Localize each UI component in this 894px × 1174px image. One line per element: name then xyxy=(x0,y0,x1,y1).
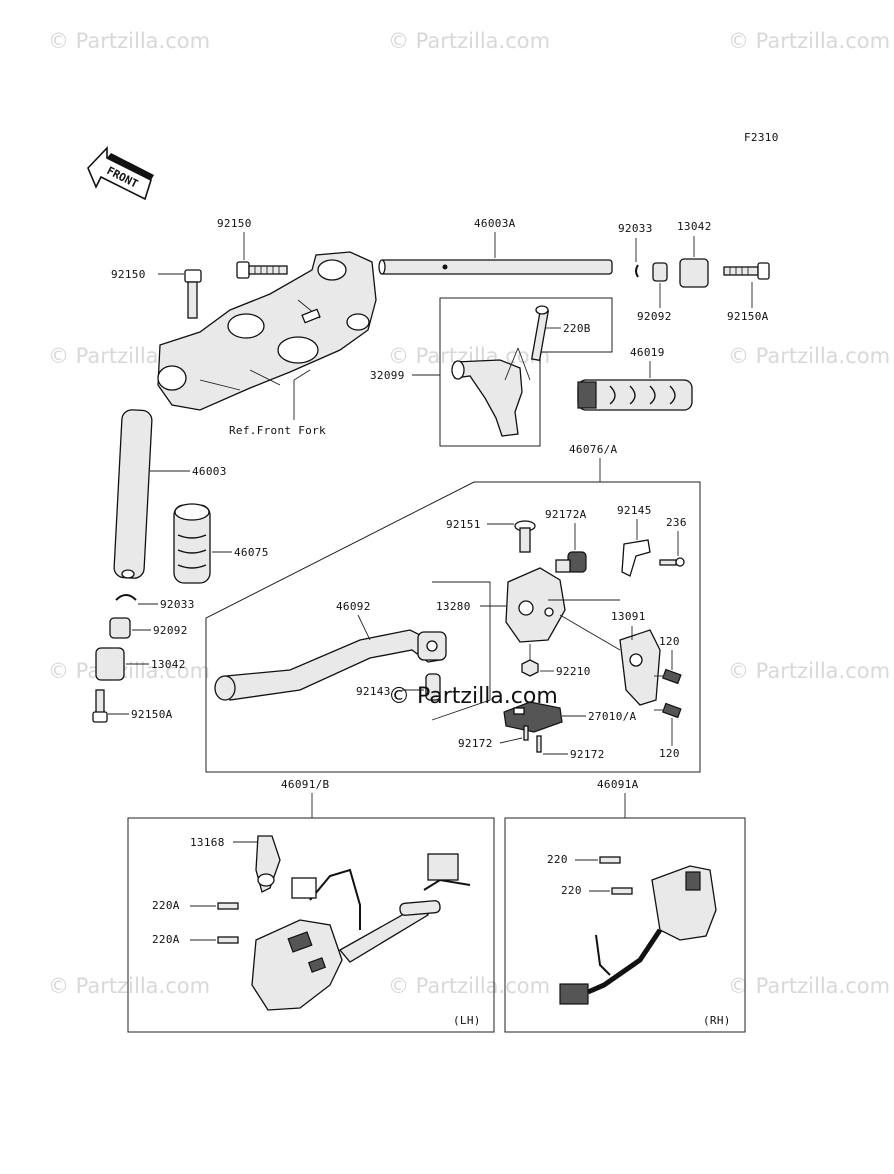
watermark: © Partzilla.com xyxy=(48,659,210,683)
part-label: 46075 xyxy=(234,546,269,559)
bolt-92151 xyxy=(514,520,536,553)
part-label: 92145 xyxy=(617,504,652,517)
part-label: 92150A xyxy=(131,708,173,721)
part-label: 13042 xyxy=(677,220,712,233)
side-label-rh: (RH) xyxy=(703,1014,731,1027)
adjuster-92172A xyxy=(555,551,587,573)
part-label: 92033 xyxy=(618,222,653,235)
screw-236 xyxy=(659,557,685,567)
part-label: 92092 xyxy=(153,624,188,637)
diagram-code: F2310 xyxy=(744,131,779,144)
nut-92210 xyxy=(521,659,539,677)
part-label: 220A xyxy=(152,899,180,912)
center-watermark: © Partzilla.com xyxy=(388,684,558,709)
part-label: 46091/B xyxy=(281,778,330,791)
part-label: 13042 xyxy=(151,658,186,671)
watermark: © Partzilla.com xyxy=(728,974,890,998)
screw-220-b xyxy=(611,887,633,895)
part-label: 92172 xyxy=(458,737,493,750)
watermark: © Partzilla.com xyxy=(388,974,550,998)
collar-92143 xyxy=(425,673,441,701)
lh-switch-wiring xyxy=(291,853,471,930)
weight-92092-top xyxy=(652,262,668,282)
end-weight-13042-left xyxy=(95,647,125,681)
part-label: 46003 xyxy=(192,465,227,478)
part-label: 27010/A xyxy=(588,710,637,723)
screw-220A-b xyxy=(217,936,239,944)
watermark: © Partzilla.com xyxy=(48,29,210,53)
ref-label: Ref.Front Fork xyxy=(229,424,326,437)
part-label: 92210 xyxy=(556,665,591,678)
part-label: 220 xyxy=(561,884,582,897)
spring-92145 xyxy=(621,539,651,577)
front-arrow-icon: FRONT xyxy=(87,145,154,201)
watermark: © Partzilla.com xyxy=(728,344,890,368)
part-label: 120 xyxy=(659,635,680,648)
clip-92033-left xyxy=(115,594,137,601)
screw-92172-a xyxy=(523,725,529,741)
bolt-120-b xyxy=(662,702,682,719)
part-label: 13091 xyxy=(611,610,646,623)
lever-46092 xyxy=(214,629,447,701)
watermark: © Partzilla.com xyxy=(728,659,890,683)
handlebar-46003 xyxy=(113,409,153,579)
part-label: 92033 xyxy=(160,598,195,611)
bolt-120-a xyxy=(662,668,682,685)
screw-92172-b xyxy=(536,735,542,753)
triple-clamp xyxy=(157,251,377,411)
lh-switch-housing xyxy=(251,900,441,1011)
end-weight-13042-top xyxy=(679,258,709,288)
lh-switch-box xyxy=(127,817,495,1033)
part-label: 32099 xyxy=(370,369,405,382)
part-label: 92150 xyxy=(217,217,252,230)
part-label: 92150 xyxy=(111,268,146,281)
part-label: 92150A xyxy=(727,310,769,323)
part-label: 13280 xyxy=(436,600,471,613)
part-label: 46003A xyxy=(474,217,516,230)
part-label: 220A xyxy=(152,933,180,946)
bolt-92150-top xyxy=(236,261,288,279)
part-label: 92172A xyxy=(545,508,587,521)
clip-92033-top xyxy=(635,264,639,278)
bolt-92150-left xyxy=(184,269,202,319)
watermark: © Partzilla.com xyxy=(48,974,210,998)
part-label: 46019 xyxy=(630,346,665,359)
bolt-92150A-left xyxy=(92,689,108,723)
part-label: 92172 xyxy=(570,748,605,761)
part-label: 220 xyxy=(547,853,568,866)
watermark: © Partzilla.com xyxy=(388,29,550,53)
part-label: 46076/A xyxy=(569,443,618,456)
part-label: 92092 xyxy=(637,310,672,323)
part-label: 92143 xyxy=(356,685,391,698)
part-label: 120 xyxy=(659,747,680,760)
grip-46019 xyxy=(577,379,693,411)
grip-46075 xyxy=(173,503,211,584)
switch-27010 xyxy=(503,701,563,733)
part-label: 236 xyxy=(666,516,687,529)
throttle-32099 xyxy=(451,305,550,437)
part-label: 220B xyxy=(563,322,591,335)
lever-assembly-box xyxy=(205,481,701,773)
side-label-lh: (LH) xyxy=(453,1014,481,1027)
rh-switch-housing xyxy=(559,865,717,1005)
cover-13168 xyxy=(255,835,281,893)
handlebar-46003A xyxy=(378,259,613,275)
lever-holder-13280 xyxy=(505,567,566,643)
part-label: 46092 xyxy=(336,600,371,613)
screw-220A-a xyxy=(217,902,239,910)
screw-220-a xyxy=(599,856,621,864)
clamp-13091 xyxy=(619,629,661,706)
watermark: © Partzilla.com xyxy=(728,29,890,53)
part-label: 46091A xyxy=(597,778,639,791)
bolt-92150A-top xyxy=(723,262,770,280)
part-label: 92151 xyxy=(446,518,481,531)
weight-92092-left xyxy=(109,617,131,639)
part-label: 13168 xyxy=(190,836,225,849)
